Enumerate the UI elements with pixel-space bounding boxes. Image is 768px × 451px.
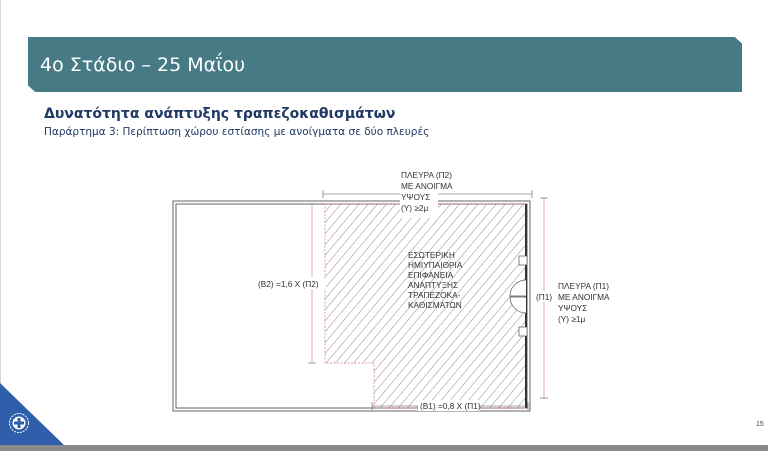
slide-bottom-border (0, 445, 768, 451)
outer-wall (172, 200, 531, 412)
p1-dimension-label: (Π1) (536, 292, 552, 302)
page-number: 15 (756, 421, 764, 428)
area-label: ΕΣΩΤΕΡΙΚΗ ΗΜΙΥΠΑΙΘΡΙΑ ΕΠΙΦΑΝΕΙΑ ΑΝΑΠΤΥΞΗ… (408, 250, 464, 310)
b2-dimension-label: (Β2) =1,6 Χ (Π2) (258, 279, 319, 289)
window-marker (518, 255, 528, 266)
door-arc (509, 296, 527, 314)
door-arc (509, 279, 527, 297)
p2-side-label: ΠΛΕΥΡΑ (Π2) ΜΕ ΑΝΟΙΓΜΑ ΥΨΟΥΣ (Υ) ≥2μ (401, 170, 454, 213)
section-heading: Δυνατότητα ανάπτυξης τραπεζοκαθισμάτων (44, 106, 396, 122)
section-subheading: Παράρτημα 3: Περίπτωση χώρου εστίασης με… (44, 126, 430, 138)
b1-dimension-label: (Β1) =0,8 Χ (Π1) (420, 401, 481, 411)
window-marker (518, 326, 528, 337)
slide-title: 4ο Στάδιο – 25 Μαΐου (40, 54, 246, 76)
title-banner: 4ο Στάδιο – 25 Μαΐου (28, 37, 742, 92)
p1-side-label: ΠΛΕΥΡΑ (Π1) ΜΕ ΑΝΟΙΓΜΑ ΥΨΟΥΣ (Υ) ≥1μ (558, 281, 611, 324)
greek-emblem-icon (9, 413, 29, 433)
